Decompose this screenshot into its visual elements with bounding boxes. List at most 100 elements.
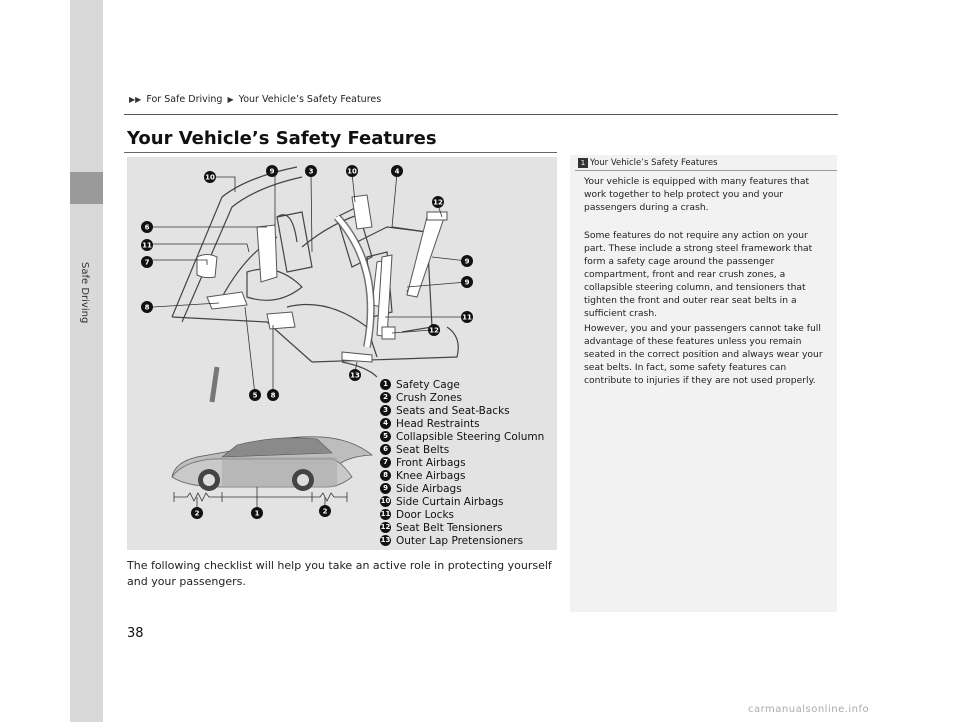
side-note-divider [575,170,837,171]
legend-number-icon: 12 [380,522,391,533]
svg-text:8: 8 [145,304,150,312]
callout-13: 13 [349,369,361,381]
legend-label: Door Locks [396,508,455,521]
legend-number-icon: 10 [380,496,391,507]
callout-4: 4 [391,165,403,177]
svg-text:1: 1 [255,510,260,518]
callout-12: 12 [432,196,444,208]
svg-text:10: 10 [347,168,357,176]
svg-text:11: 11 [462,314,472,322]
legend-number-icon: 5 [380,431,391,442]
callout-9c: 9 [461,276,473,288]
features-legend: 1 Safety Cage 2 Crush Zones 3 Seats and Seat-… [380,378,544,547]
legend-label: Seat Belt Tensioners [396,521,503,534]
svg-text:9: 9 [465,279,470,287]
breadcrumb-level2[interactable]: Your Vehicle’s Safety Features [238,94,382,105]
callout-3: 3 [305,165,317,177]
svg-text:12: 12 [433,199,443,207]
svg-text:13: 13 [350,372,360,380]
page-title: Your Vehicle’s Safety Features [127,128,437,149]
vehicle-interior-diagram: 10 9 3 10 4 12 6 11 7 9 9 8 11 12 13 5 8 [141,165,473,519]
svg-text:3: 3 [309,168,314,176]
svg-text:4: 4 [395,168,400,176]
callout-5: 5 [249,389,261,401]
legend-label: Safety Cage [396,378,460,391]
legend-item: 10 Side Curtain Airbags [380,495,544,508]
legend-item: 9 Side Airbags [380,482,544,495]
callout-7: 7 [141,256,153,268]
legend-number-icon: 4 [380,418,391,429]
svg-text:7: 7 [145,259,150,267]
breadcrumb: ▶▶ For Safe Driving ▶ Your Vehicle’s Saf… [127,94,381,105]
callout-8b: 8 [267,389,279,401]
page-number: 38 [127,626,144,641]
breadcrumb-arrow-icon: ▶ [227,95,234,104]
header-divider [124,114,838,115]
legend-item: 2 Crush Zones [380,391,544,404]
legend-label: Head Restraints [396,417,480,430]
legend-item: 6 Seat Belts [380,443,544,456]
legend-label: Collapsible Steering Column [396,430,545,443]
sidebar-label: Safe Driving [79,262,90,324]
legend-label: Seat Belts [396,443,450,456]
legend-label: Crush Zones [396,391,462,404]
legend-item: 12 Seat Belt Tensioners [380,521,544,534]
callout-11b: 11 [461,311,473,323]
legend-number-icon: 1 [380,379,391,390]
side-note-panel [570,155,837,612]
legend-number-icon: 9 [380,483,391,494]
sidebar-tab [70,0,103,722]
side-note-title-text: Your Vehicle’s Safety Features [590,158,718,168]
title-divider [124,152,557,153]
callout-8: 8 [141,301,153,313]
legend-item: 13 Outer Lap Pretensioners [380,534,544,547]
note-marker-icon: 1 [578,158,588,168]
legend-label: Side Curtain Airbags [396,495,504,508]
legend-label: Front Airbags [396,456,466,469]
legend-label: Outer Lap Pretensioners [396,534,524,547]
callout-12b: 12 [428,324,440,336]
callout-2: 2 [191,507,203,519]
legend-number-icon: 2 [380,392,391,403]
svg-text:5: 5 [253,392,258,400]
legend-number-icon: 6 [380,444,391,455]
side-note-paragraph-3: However, you and your passengers cannot … [584,323,823,386]
svg-text:2: 2 [323,508,328,516]
svg-text:9: 9 [465,258,470,266]
callout-10b: 10 [346,165,358,177]
legend-item: 11 Door Locks [380,508,544,521]
body-paragraph: The following checklist will help you ta… [127,559,552,588]
svg-text:11: 11 [142,242,152,250]
car-exterior-diagram: 2 1 2 [171,436,374,519]
callout-10: 10 [204,171,216,183]
legend-item: 7 Front Airbags [380,456,544,469]
legend-number-icon: 3 [380,405,391,416]
svg-text:2: 2 [195,510,200,518]
callout-6: 6 [141,221,153,233]
svg-text:8: 8 [271,392,276,400]
legend-item: 5 Collapsible Steering Column [380,430,544,443]
svg-text:12: 12 [429,327,439,335]
breadcrumb-arrow-icon: ▶▶ [129,95,142,104]
svg-text:6: 6 [145,224,150,232]
breadcrumb-level1[interactable]: For Safe Driving [146,94,223,105]
legend-item: 1 Safety Cage [380,378,544,391]
legend-number-icon: 11 [380,509,391,520]
side-note-paragraph-2: Some features do not require any action … [584,230,813,319]
legend-label: Side Airbags [396,482,462,495]
callout-9: 9 [266,165,278,177]
callout-9b: 9 [461,255,473,267]
svg-text:10: 10 [205,174,215,182]
legend-number-icon: 13 [380,535,391,546]
sidebar-section-marker [70,172,103,204]
callout-11: 11 [141,239,153,251]
legend-item: 4 Head Restraints [380,417,544,430]
watermark: carmanualsonline.info [748,704,870,715]
svg-text:9: 9 [270,168,275,176]
legend-number-icon: 7 [380,457,391,468]
legend-label: Seats and Seat-Backs [396,404,510,417]
side-note-paragraph-1: Your vehicle is equipped with many featu… [584,176,810,213]
callout-1: 1 [251,507,263,519]
